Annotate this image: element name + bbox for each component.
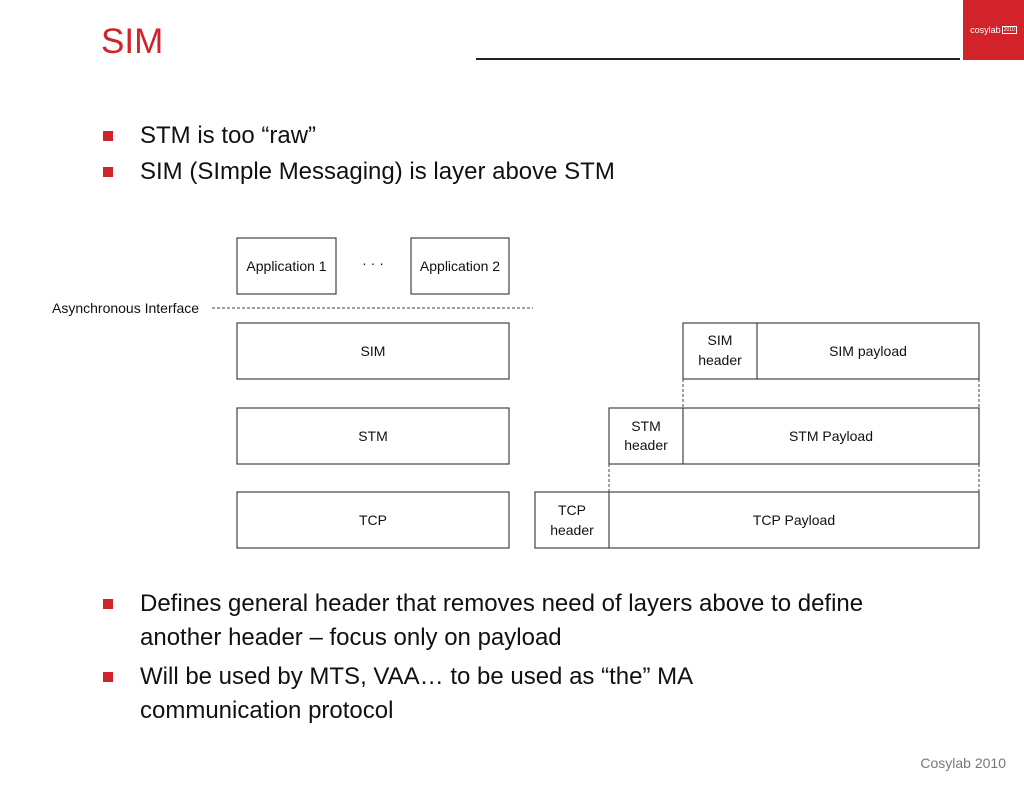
bullet-square-icon <box>103 131 113 141</box>
stm-layer-box <box>236 407 510 465</box>
sim-header-line2: header <box>698 352 742 368</box>
application-1-box <box>236 237 337 295</box>
footer-text: Cosylab 2010 <box>920 755 1006 771</box>
stm-header-line1: STM <box>631 418 661 434</box>
bullet-item: Defines general header that removes need… <box>103 587 923 655</box>
bullet-square-icon <box>103 599 113 609</box>
ellipsis-text: · · · <box>362 255 384 271</box>
tcp-payload-label: TCP Payload <box>753 512 835 528</box>
sim-layer-box <box>236 322 510 380</box>
sim-payload-label: SIM payload <box>829 343 907 359</box>
bullet-item: SIM (SImple Messaging) is layer above ST… <box>103 155 615 189</box>
tcp-header-line2: header <box>550 522 594 538</box>
bullet-text: STM is too “raw” <box>140 122 317 149</box>
application-1-label: Application 1 <box>246 258 326 274</box>
bullet-item: Will be used by MTS, VAA… to be used as … <box>103 660 823 728</box>
sim-header-line1: SIM <box>708 332 733 348</box>
bullet-text: SIM (SImple Messaging) is layer above ST… <box>140 158 615 185</box>
application-2-box <box>410 237 510 295</box>
tcp-layer-label: TCP <box>359 512 387 528</box>
stm-layer-label: STM <box>358 428 388 444</box>
logo-badge: 2010 <box>1001 26 1017 34</box>
tcp-header-line1: TCP <box>558 502 586 518</box>
bullet-text: Will be used by MTS, VAA… to be used as … <box>140 663 692 724</box>
slide-title: SIM <box>101 22 164 61</box>
title-underline <box>476 58 960 60</box>
application-2-label: Application 2 <box>420 258 500 274</box>
sim-layer-label: SIM <box>361 343 386 359</box>
tcp-layer-box <box>236 491 510 549</box>
bullet-item: STM is too “raw” <box>103 119 316 153</box>
bullet-text: Defines general header that removes need… <box>140 590 864 651</box>
sim-packet-box <box>682 322 980 380</box>
bullet-square-icon <box>103 167 113 177</box>
stm-payload-label: STM Payload <box>789 428 873 444</box>
async-interface-label: Asynchronous Interface <box>52 300 199 316</box>
stm-header-line2: header <box>624 437 668 453</box>
logo-text: cosylab <box>970 25 1001 35</box>
stm-packet-box <box>608 407 980 465</box>
bullet-square-icon <box>103 672 113 682</box>
